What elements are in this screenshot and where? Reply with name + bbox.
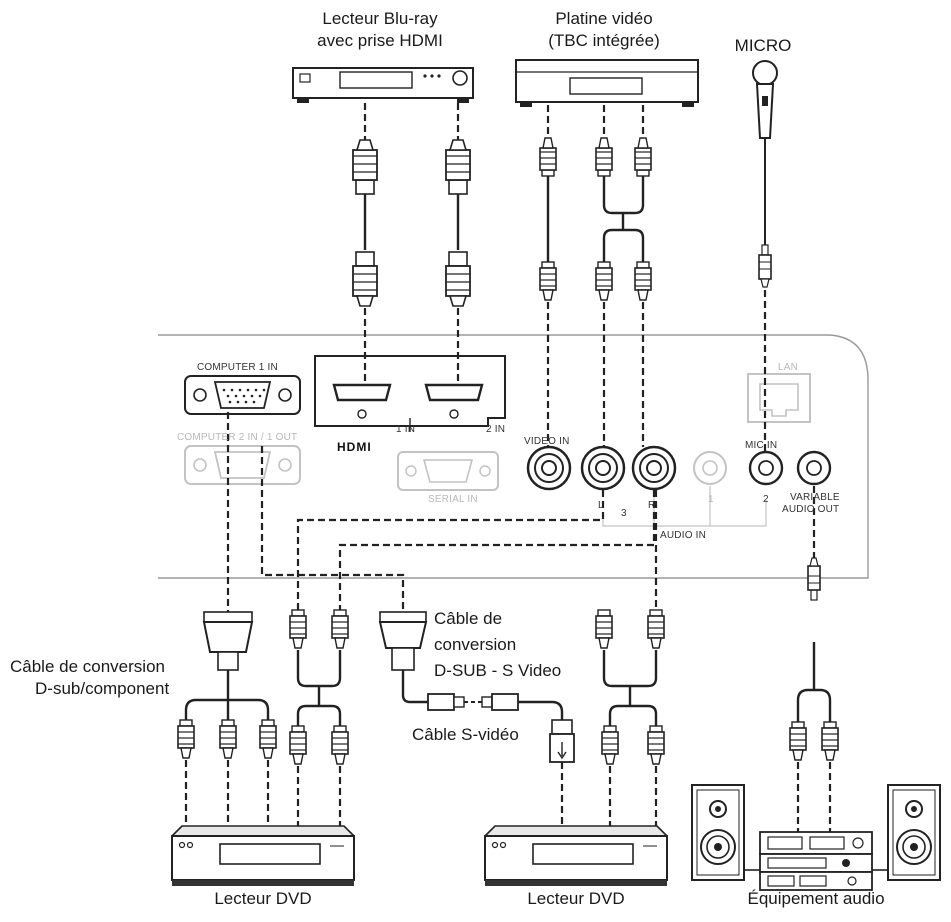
mic-plug xyxy=(758,244,772,288)
video-in-jack xyxy=(526,445,572,491)
computer1-in-label: COMPUTER 1 IN xyxy=(197,362,278,373)
hdmi-cable-2 xyxy=(445,103,471,385)
variable-audio-out-label-1: VARIABLE xyxy=(790,492,840,503)
audio-in-label: AUDIO IN xyxy=(660,530,707,541)
dvd-right-label: Lecteur DVD xyxy=(527,889,625,908)
audio-r-jack xyxy=(631,445,677,491)
dsub-svideo-label-line2: conversion xyxy=(434,635,517,654)
right-dvd-audio-cable xyxy=(595,490,665,826)
vcr-audio-cable xyxy=(595,105,652,447)
hdmi-logo: HDMI xyxy=(337,440,372,454)
component-cable-label-line1: Câble de conversion xyxy=(10,657,165,676)
dvd-player-left xyxy=(171,825,355,887)
dsub-svideo-label-line1: Câble de xyxy=(434,609,503,628)
dvd-left-label: Lecteur DVD xyxy=(214,889,312,908)
audio-3-label: 3 xyxy=(621,508,627,519)
video-in-label: VIDEO IN xyxy=(524,436,570,447)
lan-label: LAN xyxy=(778,362,799,373)
audio-equipment-cable xyxy=(789,486,839,832)
audio-r-label: R xyxy=(648,500,656,511)
audio-l-label: L xyxy=(598,500,604,511)
dsub-component-cable xyxy=(177,412,277,826)
vcr-device xyxy=(515,59,699,107)
audio1-jack xyxy=(693,451,727,485)
computer2-in-out-port xyxy=(184,445,301,485)
audio-1-label: 1 xyxy=(708,494,714,505)
audio-l-jack xyxy=(580,445,626,491)
computer2-in-out-label: COMPUTER 2 IN / 1 OUT xyxy=(177,432,298,443)
micro-label: MICRO xyxy=(734,36,792,55)
dsub-svideo-cable xyxy=(260,446,575,826)
dvd-player-right xyxy=(484,825,668,887)
component-cable-label-line2: D-sub/component xyxy=(35,679,170,698)
bluray-label-line2: avec prise HDMI xyxy=(317,31,443,50)
hdmi-1in-label: 1 IN xyxy=(396,424,416,435)
serial-in-label: SERIAL IN xyxy=(428,494,478,505)
audio-2-label: 2 xyxy=(763,494,769,505)
lan-port xyxy=(747,373,811,423)
mic-in-label: MIC IN xyxy=(745,440,778,451)
audio-equipment-label: Équipement audio xyxy=(747,889,885,908)
svideo-cable-label: Câble S-vidéo xyxy=(412,725,519,744)
vcr-video-cable xyxy=(539,105,557,447)
bluray-player-device xyxy=(292,67,474,103)
vcr-label-line2: (TBC intégrée) xyxy=(548,31,660,50)
audio-in-bracket xyxy=(602,486,767,527)
hdmi-2in-label: 2 IN xyxy=(486,424,506,435)
variable-audio-out-label-2: AUDIO OUT xyxy=(782,504,840,515)
hdmi-cable-1 xyxy=(352,103,378,385)
left-dvd-audio-cable xyxy=(289,490,656,826)
vcr-label-line1: Platine vidéo xyxy=(555,9,653,28)
serial-in-port xyxy=(397,451,499,491)
variable-audio-out-jack xyxy=(796,450,832,486)
mic-in-jack xyxy=(748,450,784,486)
microphone-device xyxy=(752,60,778,245)
dsub-svideo-label-line3: D-SUB - S Video xyxy=(434,661,562,680)
computer1-in-port xyxy=(184,375,301,415)
bluray-label-line1: Lecteur Blu-ray xyxy=(322,9,438,28)
projector-panel-outline xyxy=(158,334,869,579)
hdmi-ports xyxy=(314,355,506,432)
audio-equipment-device xyxy=(691,784,941,891)
